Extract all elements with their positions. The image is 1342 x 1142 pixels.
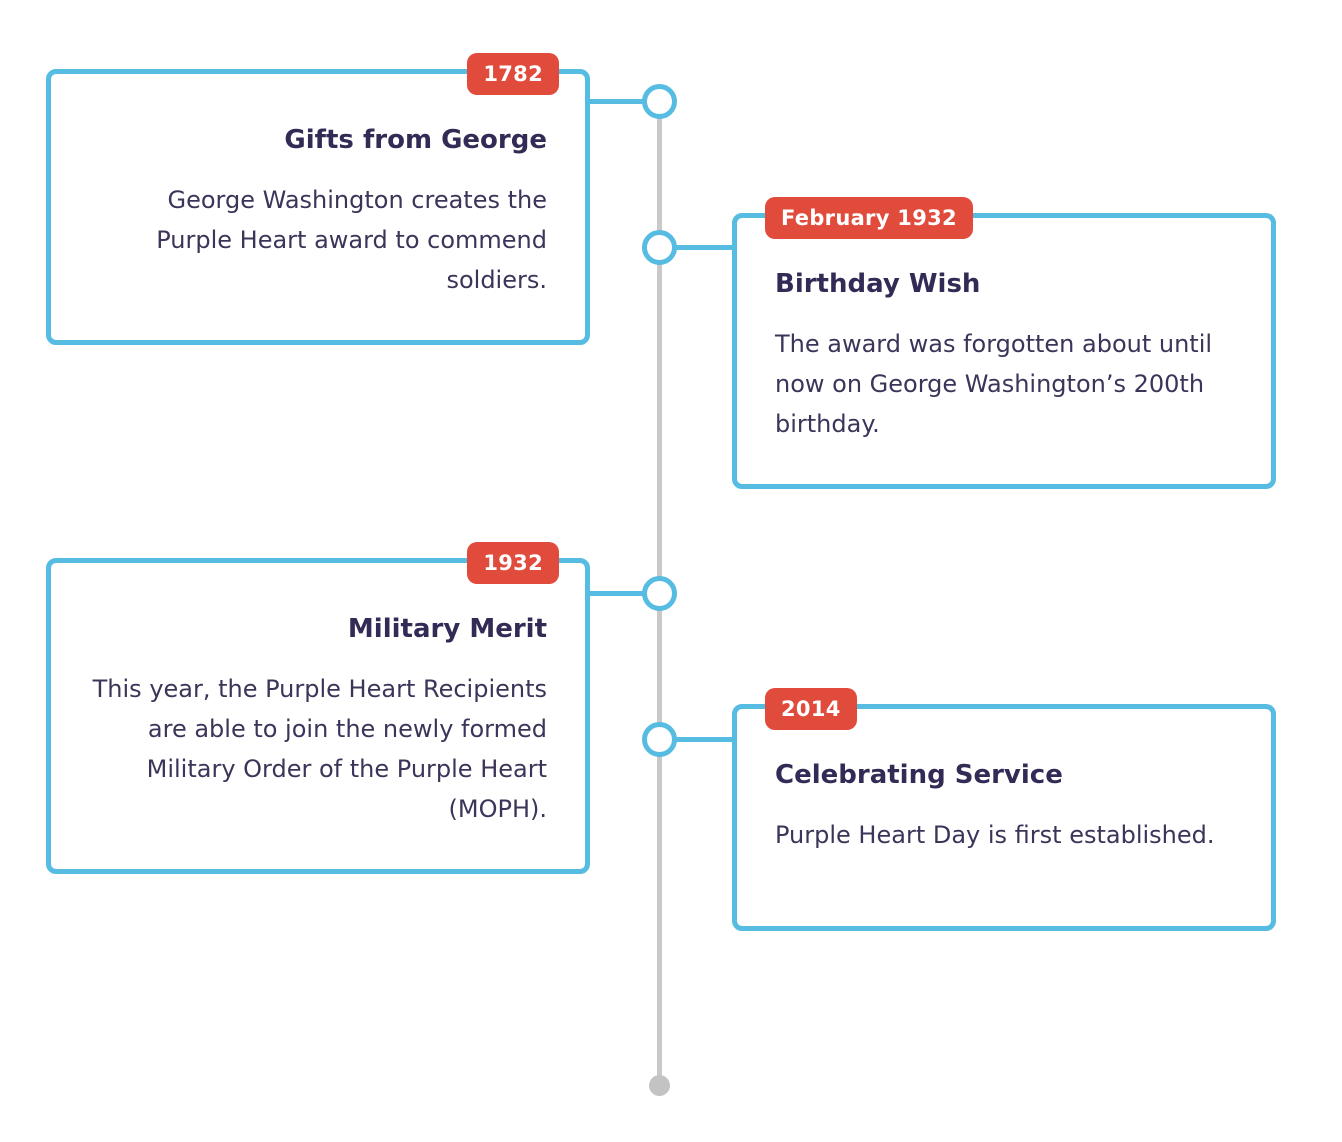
timeline-connector [588,591,646,596]
event-date-badge: February 1932 [765,197,973,239]
event-date-badge: 1782 [467,53,559,95]
event-title: Celebrating Service [775,760,1063,790]
timeline-card-1932: 1932 Military Merit This year, the Purpl… [46,542,590,874]
event-date-badge: 2014 [765,688,857,730]
timeline-connector [588,99,646,104]
event-date-badge: 1932 [467,542,559,584]
timeline-end-dot [649,1075,670,1096]
timeline-node-circle [642,84,677,119]
event-description: Purple Heart Day is first established. [775,821,1215,849]
event-description: This year, the Purple Heart Recipients a… [92,675,547,823]
timeline-connector [674,245,734,250]
timeline-card-2014: 2014 Celebrating Service Purple Heart Da… [732,688,1276,931]
event-description: The award was forgotten about until now … [775,330,1213,438]
event-title: Military Merit [347,614,547,644]
timeline-node-circle [642,722,677,757]
timeline-connector [674,737,734,742]
timeline-node-circle [642,576,677,611]
timeline-card-1782: 1782 Gifts from George George Washington… [46,53,590,345]
timeline-card-february-1932: February 1932 Birthday Wish The award wa… [732,197,1276,489]
timeline-node-circle [642,230,677,265]
event-description: George Washington creates the Purple Hea… [156,186,547,294]
event-title: Gifts from George [284,125,547,155]
event-title: Birthday Wish [775,269,981,299]
